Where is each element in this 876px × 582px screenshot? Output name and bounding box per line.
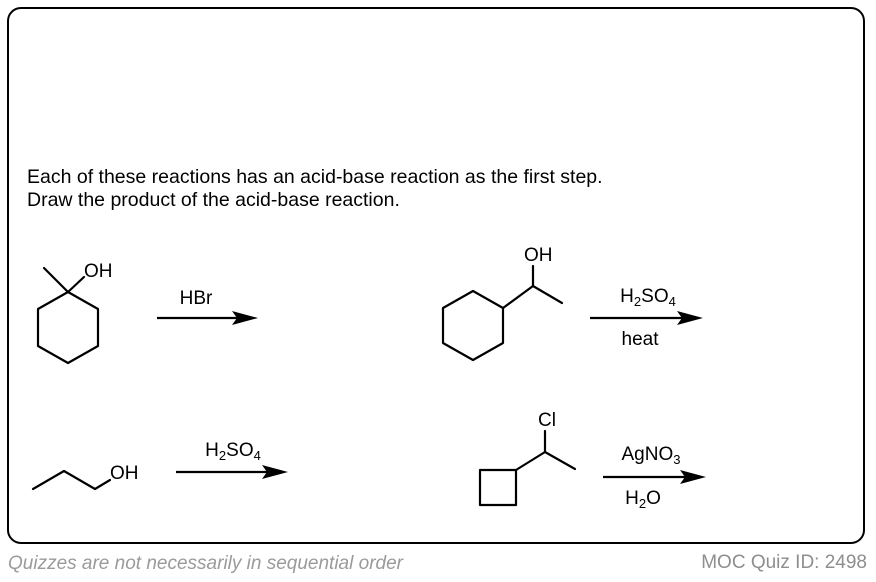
reaction-3-reactant <box>31 469 112 491</box>
reaction-2-condition: heat <box>622 329 660 350</box>
reaction-3-reagent: H2SO4 <box>205 440 261 463</box>
prompt-line-1: Each of these reactions has an acid-base… <box>27 166 603 188</box>
ring-to-chiral-carbon-bond <box>514 450 547 472</box>
hydroxyl-bond <box>66 275 86 294</box>
reaction-2-arrow <box>590 311 703 325</box>
reaction-4-chlorine-label: Cl <box>538 410 556 431</box>
propyl-chain <box>31 469 112 491</box>
reaction-1-arrow <box>157 311 258 325</box>
quiz-id: MOC Quiz ID: 2498 <box>701 552 867 573</box>
reaction-2-reactant <box>441 264 564 362</box>
footer-disclaimer: Quizzes are not necessarily in sequentia… <box>8 553 403 574</box>
reaction-1-reagent: HBr <box>180 288 213 309</box>
reaction-4-reagent: AgNO3 <box>622 444 681 467</box>
prompt-line-2: Draw the product of the acid-base reacti… <box>27 189 400 211</box>
reaction-3-hydroxyl-label: OH <box>110 463 139 484</box>
cyclohexane-ring-2 <box>441 289 505 362</box>
reaction-2-reagent: H2SO4 <box>620 286 676 309</box>
ring-to-carbinol-bond <box>501 284 535 310</box>
reaction-4-arrow <box>603 470 706 484</box>
methyl-bond <box>42 266 70 294</box>
cyclohexane-ring-1 <box>36 290 100 365</box>
reaction-4-solvent: H2O <box>625 488 661 511</box>
reaction-3-arrow <box>176 465 288 479</box>
cyclobutane-ring <box>478 468 518 507</box>
reaction-2-hydroxyl-label: OH <box>524 245 553 266</box>
methyl-bond <box>543 450 577 471</box>
methyl-bond <box>531 284 564 305</box>
quiz-card <box>7 7 865 544</box>
reaction-1-reactant <box>36 266 100 365</box>
reaction-1-hydroxyl-label: OH <box>84 261 113 282</box>
question-prompt: Each of these reactions has an acid-base… <box>27 166 603 212</box>
reaction-4-reactant <box>478 429 577 507</box>
